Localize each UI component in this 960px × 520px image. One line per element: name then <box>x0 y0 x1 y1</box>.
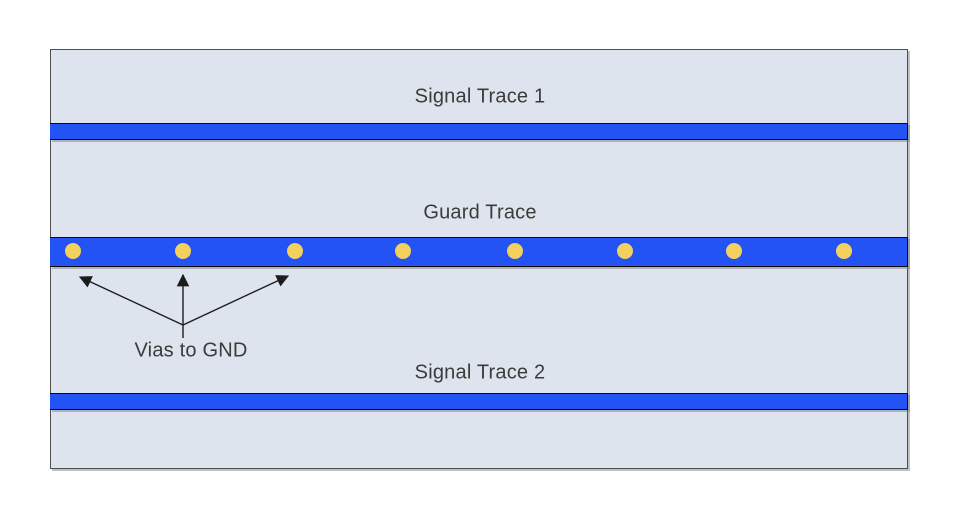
signal-trace-1-label: Signal Trace 1 <box>414 85 546 108</box>
via-dot <box>617 243 633 259</box>
via-dot <box>836 243 852 259</box>
guard-trace <box>50 237 908 267</box>
signal-trace-1 <box>50 123 908 140</box>
via-dot <box>175 243 191 259</box>
via-dot <box>287 243 303 259</box>
via-dot <box>726 243 742 259</box>
signal-trace-2-label: Signal Trace 2 <box>414 361 546 384</box>
via-dot <box>507 243 523 259</box>
via-dot <box>395 243 411 259</box>
via-dot <box>65 243 81 259</box>
guard-trace-label: Guard Trace <box>423 201 537 224</box>
signal-trace-2 <box>50 393 908 410</box>
vias-to-gnd-label: Vias to GND <box>134 339 248 362</box>
